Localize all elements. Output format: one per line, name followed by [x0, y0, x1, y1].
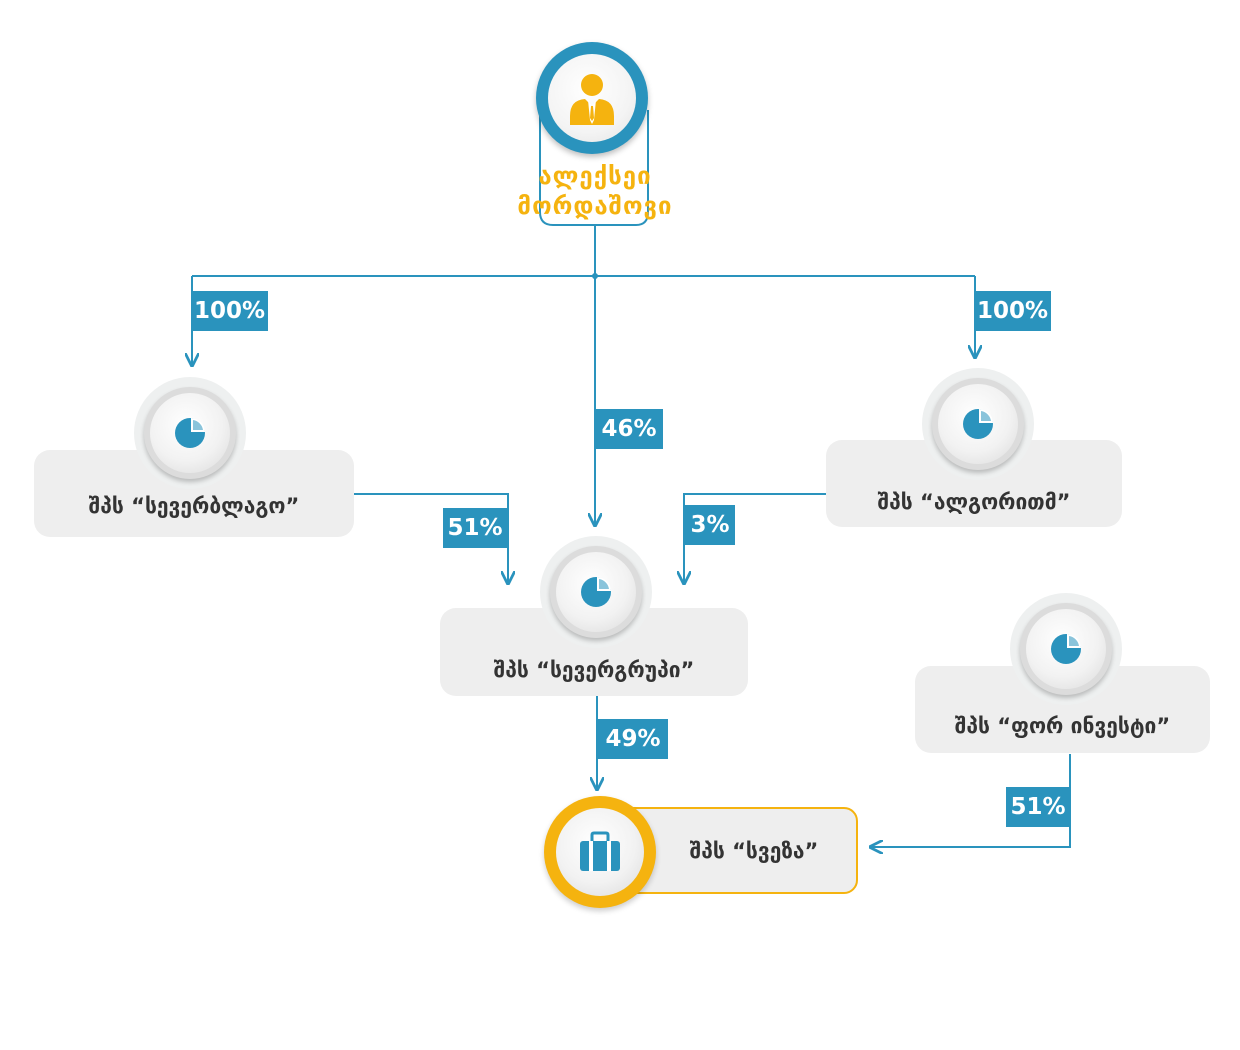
- arrow-forinvest-sveza: [872, 754, 1071, 847]
- pie-chart-icon: [581, 577, 611, 607]
- person-icon: [570, 74, 614, 125]
- company-node-severgroup: [540, 536, 652, 648]
- company-node-severblago: [134, 377, 246, 489]
- arrow-algoritm-severgroup: [684, 493, 826, 582]
- stake-algoritm-severgroup: 3%: [685, 505, 735, 545]
- owner-avatar: [536, 42, 648, 154]
- arrow-severblago-severgroup: [354, 493, 508, 582]
- stake-owner-algoritm: 100%: [974, 291, 1051, 331]
- company-node-forinvest: [1010, 593, 1122, 705]
- pie-chart-icon: [175, 418, 205, 448]
- company-node-sveza: [544, 796, 656, 908]
- company-label: შპს “სვეზა”: [689, 839, 819, 863]
- company-label: შპს “ფორ ინვესტი”: [954, 714, 1171, 738]
- company-label: შპს “ალგორითმ”: [877, 490, 1071, 514]
- pie-chart-icon: [1051, 634, 1081, 664]
- briefcase-icon: [580, 831, 620, 871]
- pie-chart-icon: [963, 409, 993, 439]
- stake-forinvest-sveza: 51%: [1006, 787, 1070, 827]
- company-label: შპს “სევერბლაგო”: [88, 494, 300, 518]
- owner-name-line1: ალექსეი: [538, 162, 652, 190]
- stake-owner-severgroup: 46%: [595, 409, 663, 449]
- company-node-algoritm: [922, 368, 1034, 480]
- stake-severgroup-sveza: 49%: [598, 719, 668, 759]
- owner-name-line2: მორდაშოვი: [517, 192, 673, 220]
- company-label: შპს “სევერგრუპი”: [493, 658, 695, 682]
- stake-severblago-severgroup: 51%: [443, 508, 507, 548]
- junction-dot: [592, 273, 598, 279]
- stake-owner-severblago: 100%: [191, 291, 268, 331]
